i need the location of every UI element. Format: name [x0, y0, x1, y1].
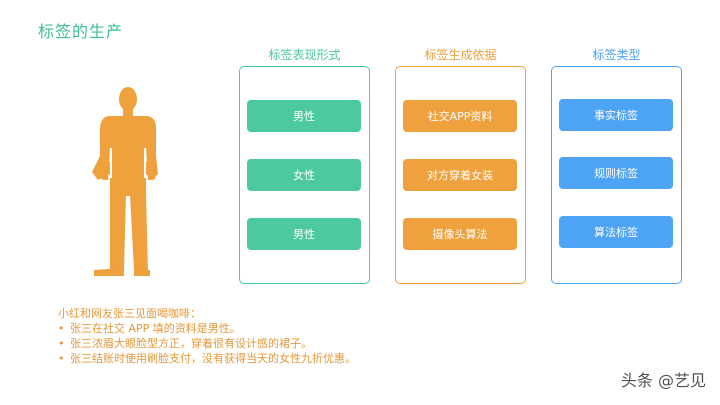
notes-item: 张三在社交 APP 填的资料是男性。 [58, 321, 356, 336]
watermark-text: 头条 @艺见 [620, 371, 706, 390]
column-header-basis: 标签生成依据 [424, 48, 497, 62]
tag-algorithm-label: 算法标签 [559, 216, 673, 248]
column-header-form: 标签表现形式 [268, 48, 341, 62]
tag-camera-algorithm: 摄像头算法 [403, 218, 517, 250]
notes-list: 张三在社交 APP 填的资料是男性。 张三浓眉大眼脸型方正，穿着很有设计感的裙子… [58, 321, 356, 366]
notes-item: 张三浓眉大眼脸型方正，穿着很有设计感的裙子。 [58, 336, 356, 351]
tag-gender-male-1: 男性 [247, 100, 361, 132]
tag-rule-label: 规则标签 [559, 157, 673, 189]
column-header-type: 标签类型 [592, 48, 641, 62]
person-silhouette-icon [92, 87, 158, 276]
notes-item: 张三结账时使用刷脸支付，没有获得当天的女性九折优惠。 [58, 351, 356, 366]
notes-intro: 小红和网友张三见面喝咖啡： [58, 307, 201, 320]
tag-wearing-dress: 对方穿着女装 [403, 159, 517, 191]
tag-fact-label: 事实标签 [559, 99, 673, 131]
page-title: 标签的生产 [38, 22, 124, 41]
tag-social-app-profile: 社交APP资料 [403, 100, 517, 132]
tag-gender-male-2: 男性 [247, 218, 361, 250]
tag-gender-female: 女性 [247, 159, 361, 191]
scenario-notes: 小红和网友张三见面喝咖啡： 张三在社交 APP 填的资料是男性。 张三浓眉大眼脸… [58, 306, 356, 366]
